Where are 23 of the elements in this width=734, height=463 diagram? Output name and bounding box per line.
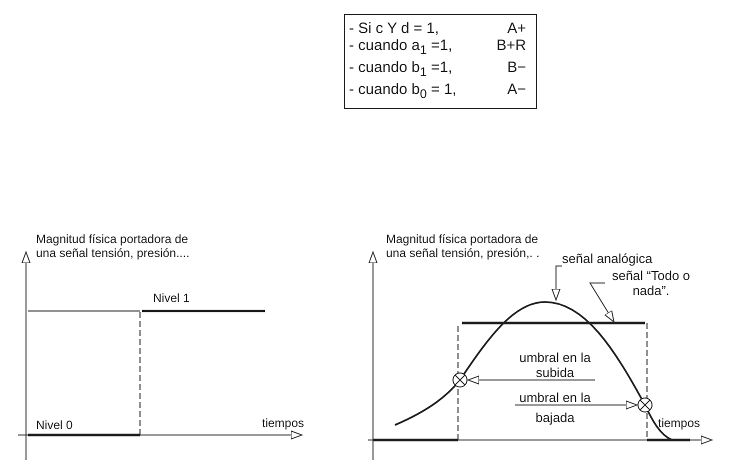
condition-text: - cuando b$_{1}$ =1, xyxy=(349,59,454,81)
action-text: B+R xyxy=(496,37,526,56)
annotation-text: umbral en la bajada xyxy=(518,389,592,427)
action-text: A− xyxy=(506,81,526,100)
leader-line xyxy=(468,376,596,384)
annotation-text: señal “Todo o nada”. xyxy=(610,268,692,298)
axis-label: Nivel 0 xyxy=(36,418,73,432)
condition-table xyxy=(344,14,538,109)
condition-text: - cuando b$_{0}$ = 1, xyxy=(349,81,456,103)
leader-line xyxy=(514,400,638,410)
axis-label: tiempos xyxy=(658,416,700,430)
condition-text: - cuando a$_{1}$ =1, xyxy=(349,37,454,59)
leader-line xyxy=(552,266,562,300)
action-text: A+ xyxy=(506,20,526,37)
annotation-text: umbral en la subida xyxy=(518,350,592,380)
annotation-text: señal analógica xyxy=(562,251,654,266)
axis-label: Magnitud física portadora de una señal tensión, presión,. . xyxy=(386,232,540,260)
leader-line xyxy=(589,282,614,322)
action-text: B− xyxy=(506,59,526,78)
axis-label: Nivel 1 xyxy=(153,291,190,305)
axis-label: Magnitud física portadora de una señal tensión, presión.... xyxy=(36,232,190,260)
condition-text: - Si c Y d = 1, xyxy=(349,20,440,37)
axis-label: tiempos xyxy=(262,416,304,430)
